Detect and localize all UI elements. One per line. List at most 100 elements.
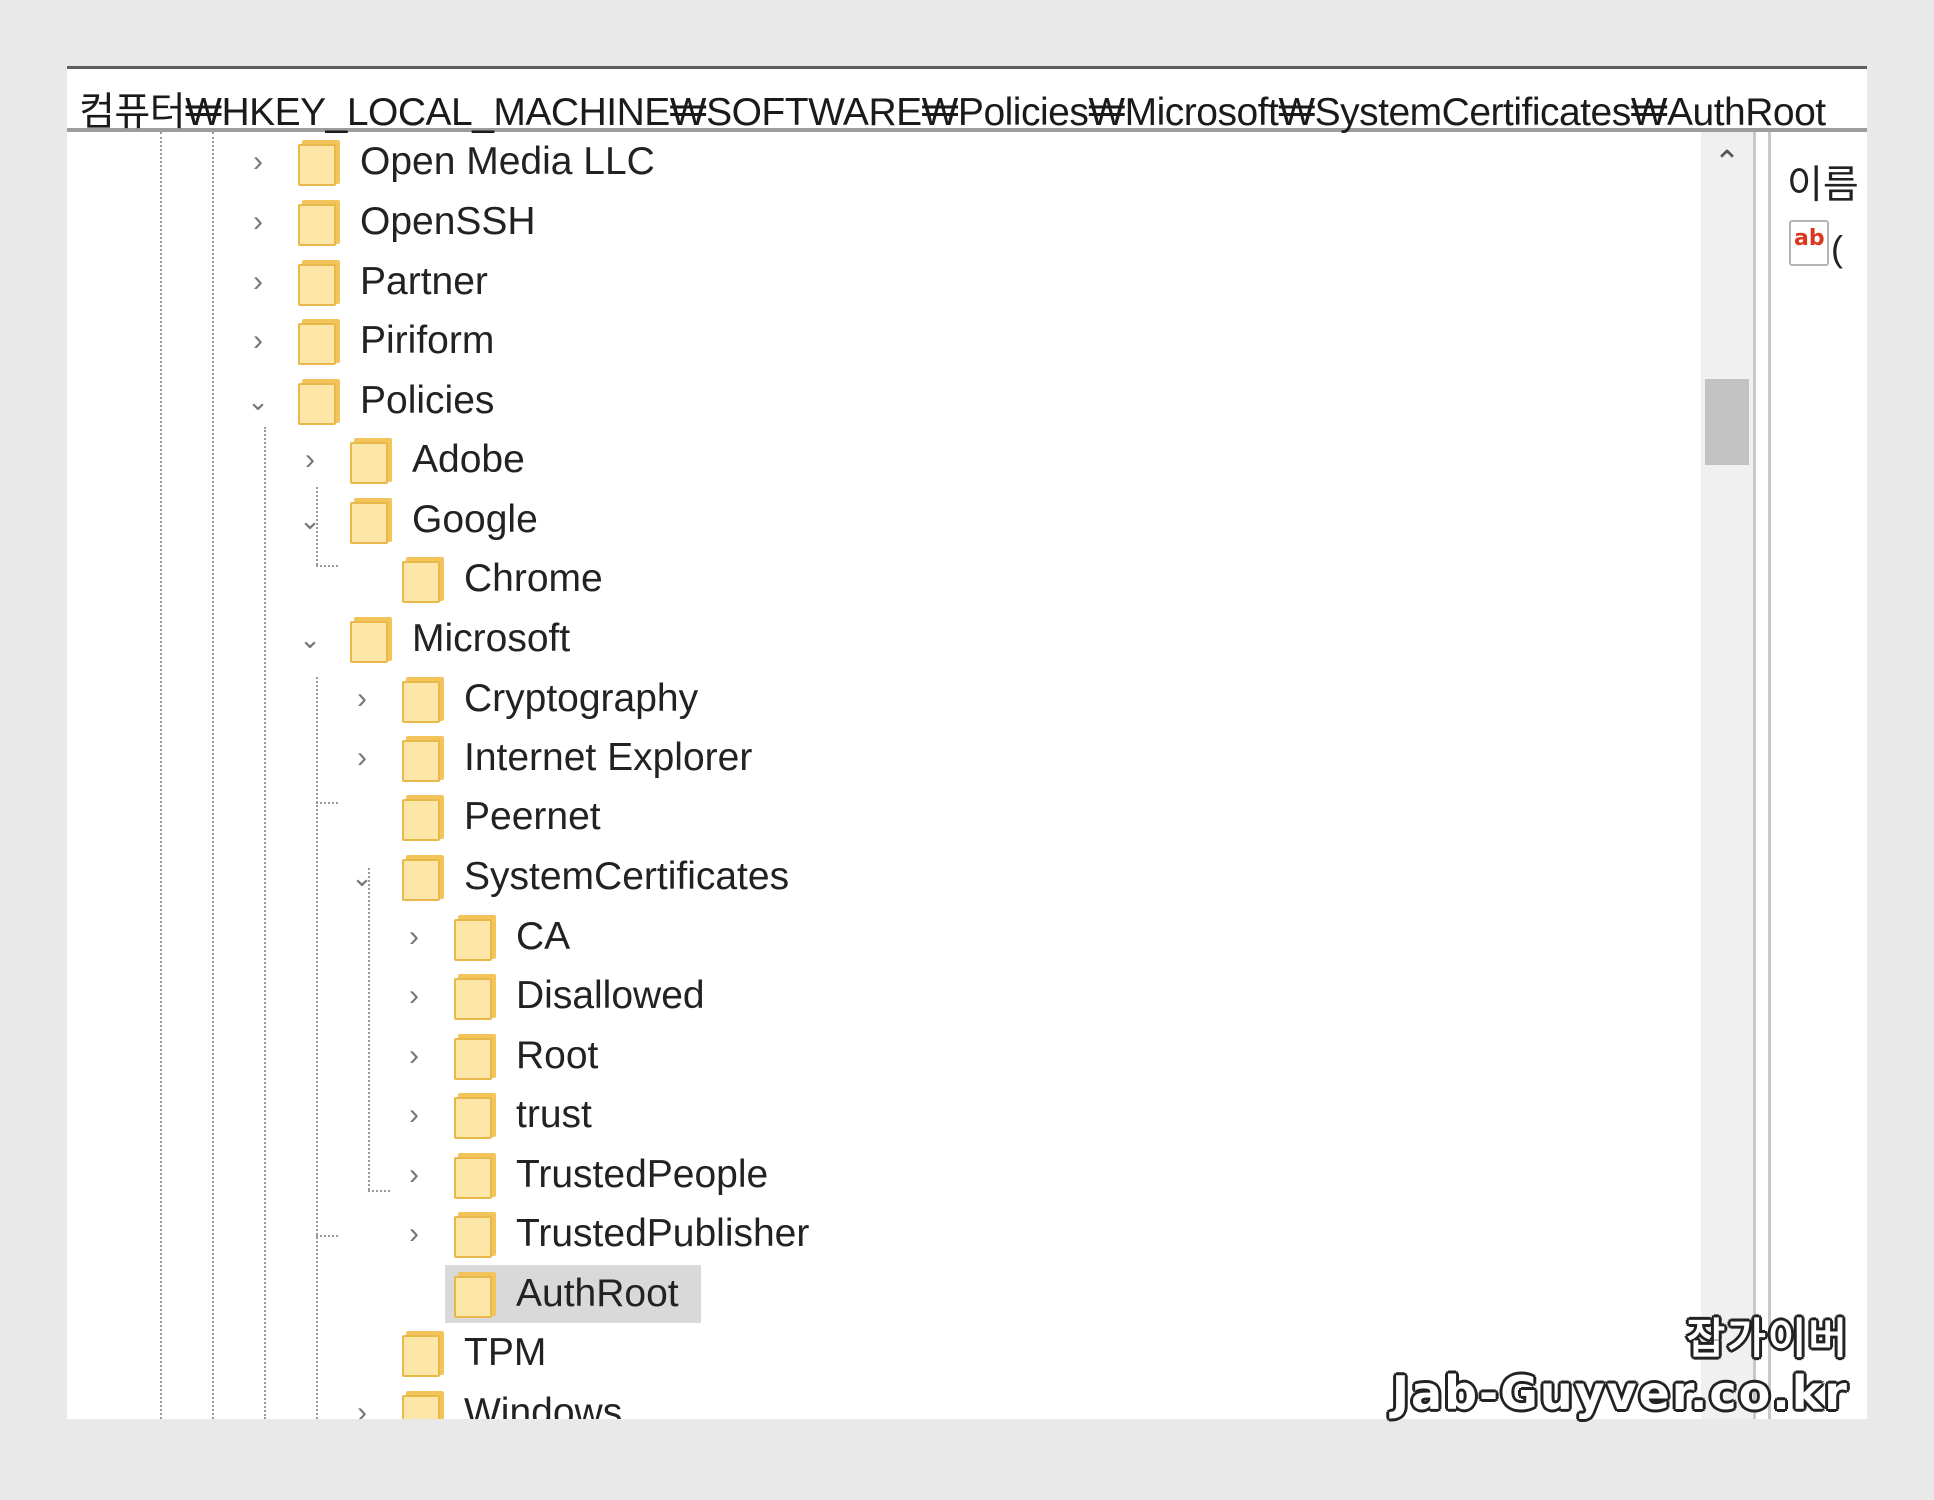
scroll-up-arrow-icon[interactable]: ⌃: [1713, 144, 1741, 180]
tree-node-trustedpublisher[interactable]: › TrustedPublisher: [67, 1205, 1067, 1263]
tree-node-chrome[interactable]: Chrome: [67, 550, 1067, 608]
tree-node-label[interactable]: TrustedPublisher: [516, 1212, 810, 1255]
folder-icon: [350, 496, 392, 544]
tree-guide-line: [212, 132, 214, 1419]
folder-icon: [402, 793, 444, 841]
tree-node-label[interactable]: Cryptography: [464, 677, 699, 720]
tree-node-google[interactable]: ⌄ Google: [67, 491, 1067, 549]
tree-node-trust[interactable]: › trust: [67, 1086, 1067, 1144]
tree-node-partner[interactable]: › Partner: [67, 253, 1067, 311]
tree-node-label[interactable]: Piriform: [360, 319, 495, 362]
tree-node-tpm[interactable]: TPM: [67, 1324, 1067, 1382]
chevron-right-icon[interactable]: ›: [357, 741, 367, 774]
registry-editor-window: 컴퓨터₩HKEY_LOCAL_MACHINE₩SOFTWARE₩Policies…: [67, 66, 1867, 1419]
chevron-right-icon[interactable]: ›: [357, 682, 367, 715]
chevron-down-icon[interactable]: ⌄: [299, 623, 321, 654]
address-bar[interactable]: 컴퓨터₩HKEY_LOCAL_MACHINE₩SOFTWARE₩Policies…: [67, 66, 1867, 134]
tree-guide-line: [316, 565, 338, 567]
tree-node-authroot[interactable]: AuthRoot: [67, 1265, 1067, 1323]
chevron-right-icon[interactable]: ›: [409, 1217, 419, 1250]
tree-node-label[interactable]: Windows: [464, 1391, 623, 1419]
tree-guide-line: [160, 132, 162, 1419]
folder-icon: [298, 377, 340, 425]
tree-node-label[interactable]: Open Media LLC: [360, 140, 655, 183]
chevron-down-icon[interactable]: ⌄: [351, 861, 373, 892]
chevron-right-icon[interactable]: ›: [409, 1098, 419, 1131]
tree-node-ca[interactable]: › CA: [67, 908, 1067, 966]
tree-node-label[interactable]: OpenSSH: [360, 200, 536, 243]
tree-node-disallowed[interactable]: › Disallowed: [67, 967, 1067, 1025]
value-row-name[interactable]: (: [1831, 228, 1843, 269]
tree-node-label[interactable]: SystemCertificates: [464, 855, 790, 898]
folder-icon: [454, 1032, 496, 1080]
pane-splitter[interactable]: [1753, 132, 1771, 1419]
folder-icon: [454, 1091, 496, 1139]
tree-node-peernet[interactable]: Peernet: [67, 788, 1067, 846]
chevron-right-icon[interactable]: ›: [409, 920, 419, 953]
tree-node-label[interactable]: Peernet: [464, 795, 601, 838]
chevron-right-icon[interactable]: ›: [305, 443, 315, 476]
tree-node-label[interactable]: CA: [516, 915, 571, 958]
tree-node-label[interactable]: Disallowed: [516, 974, 705, 1017]
tree-guide-line: [368, 1190, 390, 1192]
tree-node-systemcertificates[interactable]: ⌄ SystemCertificates: [67, 848, 1067, 906]
chevron-right-icon[interactable]: ›: [253, 324, 263, 357]
tree-node-label[interactable]: Partner: [360, 260, 488, 303]
folder-icon: [350, 615, 392, 663]
folder-icon: [454, 972, 496, 1020]
tree-vertical-scrollbar[interactable]: ⌃: [1701, 132, 1753, 1419]
key-tree-pane[interactable]: › Open Media LLC › OpenSSH › Partner › P…: [67, 132, 1701, 1419]
decorative-edge: [0, 1420, 1934, 1500]
tree-node-adobe[interactable]: › Adobe: [67, 431, 1067, 489]
tree-node-label[interactable]: Policies: [360, 379, 495, 422]
tree-node-openssh[interactable]: › OpenSSH: [67, 193, 1067, 251]
tree-node-label[interactable]: Chrome: [464, 557, 603, 600]
chevron-down-icon[interactable]: ⌄: [247, 385, 269, 416]
folder-icon: [454, 913, 496, 961]
decorative-edge: [0, 0, 1934, 47]
tree-node-label[interactable]: trust: [516, 1093, 592, 1136]
tree-node-label[interactable]: Google: [412, 498, 538, 541]
tree-guide-line: [316, 802, 338, 804]
tree-node-cryptography[interactable]: › Cryptography: [67, 670, 1067, 728]
folder-icon: [298, 198, 340, 246]
folder-icon: [454, 1270, 496, 1318]
tree-guide-line: [316, 677, 318, 1419]
chevron-right-icon[interactable]: ›: [409, 979, 419, 1012]
folder-icon: [298, 258, 340, 306]
chevron-right-icon[interactable]: ›: [409, 1039, 419, 1072]
folder-icon: [454, 1151, 496, 1199]
tree-guide-line: [316, 487, 318, 565]
tree-node-label[interactable]: Internet Explorer: [464, 736, 753, 779]
tree-node-open-media-llc[interactable]: › Open Media LLC: [67, 133, 1067, 191]
tree-node-label[interactable]: Adobe: [412, 438, 525, 481]
tree-node-piriform[interactable]: › Piriform: [67, 312, 1067, 370]
tree-node-root[interactable]: › Root: [67, 1027, 1067, 1085]
tree-node-label[interactable]: Root: [516, 1034, 599, 1077]
tree-node-label[interactable]: Microsoft: [412, 617, 571, 660]
tree-guide-line: [316, 1235, 338, 1237]
scroll-thumb[interactable]: [1705, 379, 1749, 465]
tree-node-label[interactable]: AuthRoot: [516, 1272, 679, 1315]
tree-node-label[interactable]: TrustedPeople: [516, 1153, 769, 1196]
tree-guide-line: [368, 868, 370, 1190]
tree-node-internet-explorer[interactable]: › Internet Explorer: [67, 729, 1067, 787]
folder-icon: [402, 1389, 444, 1419]
tree-guide-line: [264, 427, 266, 1419]
address-path[interactable]: 컴퓨터₩HKEY_LOCAL_MACHINE₩SOFTWARE₩Policies…: [79, 91, 1826, 134]
values-pane[interactable]: 이름 ab (: [1771, 132, 1867, 1419]
tree-node-label[interactable]: TPM: [464, 1331, 547, 1374]
column-header-name[interactable]: 이름: [1787, 164, 1859, 207]
folder-icon: [402, 734, 444, 782]
tree-node-microsoft[interactable]: ⌄ Microsoft: [67, 610, 1067, 668]
chevron-right-icon[interactable]: ›: [253, 145, 263, 178]
tree-node-windows[interactable]: › Windows: [67, 1384, 1067, 1419]
tree-node-policies[interactable]: ⌄ Policies: [67, 372, 1067, 430]
chevron-right-icon[interactable]: ›: [409, 1158, 419, 1191]
chevron-down-icon[interactable]: ⌄: [299, 504, 321, 535]
chevron-right-icon[interactable]: ›: [253, 265, 263, 298]
tree-node-trustedpeople[interactable]: › TrustedPeople: [67, 1146, 1067, 1204]
chevron-right-icon[interactable]: ›: [357, 1396, 367, 1419]
folder-icon: [298, 317, 340, 365]
chevron-right-icon[interactable]: ›: [253, 205, 263, 238]
